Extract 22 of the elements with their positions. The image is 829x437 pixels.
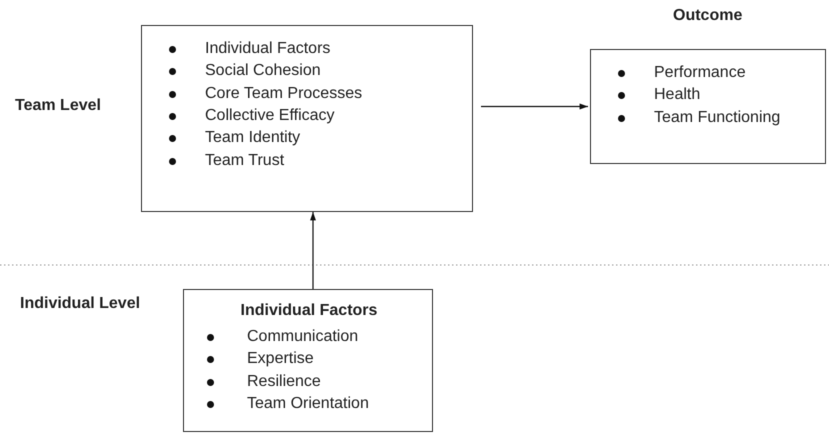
arrow <box>481 104 588 110</box>
list-item: Core Team Processes <box>205 84 362 104</box>
list-item: Performance <box>654 63 746 83</box>
level-label: Individual Level <box>20 295 140 313</box>
list-box <box>590 49 826 164</box>
list-item: Communication <box>247 327 358 347</box>
list-item: Team Functioning <box>654 108 780 128</box>
list-item: Team Orientation <box>247 394 369 414</box>
list-item: Individual Factors <box>205 39 330 59</box>
list-item: Health <box>654 85 700 106</box>
list-item: Expertise <box>247 349 314 370</box>
list-item: Social Cohesion <box>205 61 321 82</box>
list-item: Team Trust <box>205 150 284 170</box>
list-box <box>141 25 473 212</box>
list-item: Team Identity <box>205 128 300 148</box>
level-label: Team Level <box>15 97 101 115</box>
list-item: Collective Efficacy <box>205 106 335 126</box>
heading: Outcome <box>673 7 742 25</box>
arrow <box>310 212 316 289</box>
heading: Individual Factors <box>240 302 378 320</box>
list-item: Resilience <box>247 372 321 392</box>
list-box <box>183 289 433 432</box>
